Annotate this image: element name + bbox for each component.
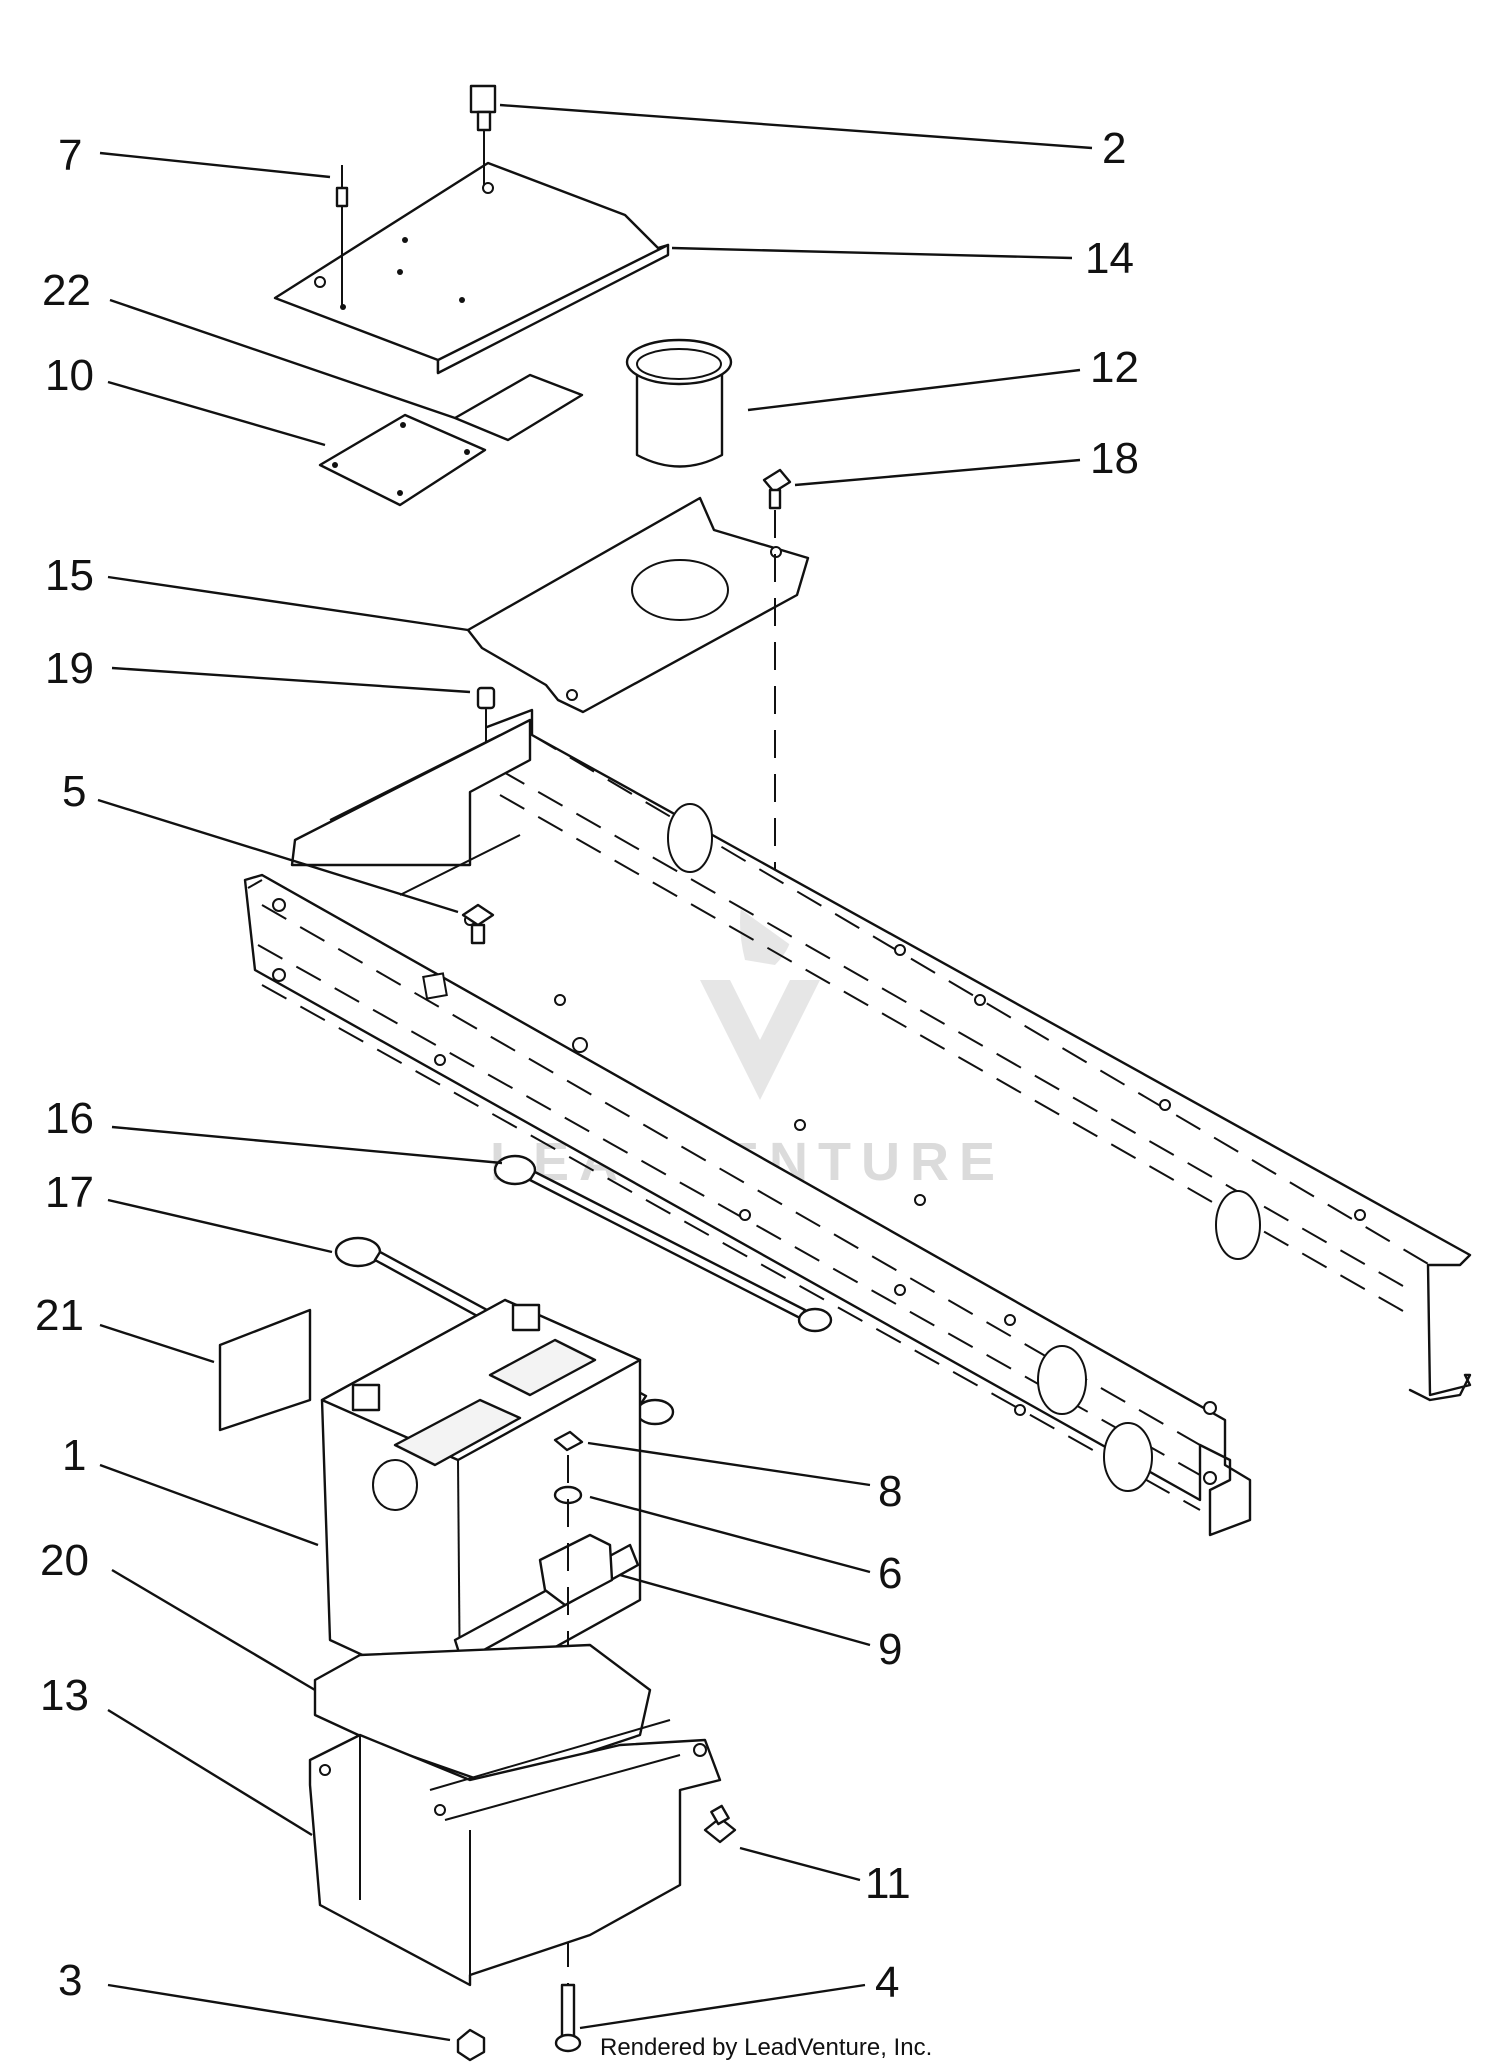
frame-rails	[243, 708, 1472, 1537]
rivet-part-7	[335, 165, 349, 305]
watermark-logo-mark	[700, 980, 820, 1100]
callout-6: 6	[878, 1549, 902, 1598]
callout-21: 21	[35, 1291, 84, 1340]
callout-8: 8	[878, 1467, 902, 1516]
callout-12: 12	[1090, 343, 1139, 392]
callout-19: 19	[45, 644, 94, 693]
cable-part-16	[493, 1154, 833, 1333]
plate-part-15	[466, 496, 810, 714]
tray-part-20	[313, 1643, 652, 1782]
callout-20: 20	[40, 1536, 89, 1585]
bolt-part-18	[762, 468, 792, 895]
bolt-part-5	[461, 903, 495, 945]
callout-9: 9	[878, 1625, 902, 1674]
callout-10: 10	[45, 351, 94, 400]
nut-part-3	[456, 2028, 486, 2062]
callout-18: 18	[1090, 434, 1139, 483]
callout-16: 16	[45, 1094, 94, 1143]
callout-4: 4	[875, 1958, 899, 2007]
render-credit: Rendered by LeadVenture, Inc.	[600, 2034, 932, 2061]
callout-3: 3	[58, 1956, 82, 2005]
callout-7: 7	[58, 131, 82, 180]
callout-14: 14	[1085, 234, 1134, 283]
callout-11: 11	[865, 1859, 911, 1908]
callout-15: 15	[45, 551, 94, 600]
cup-part-12	[625, 338, 733, 468]
callout-22: 22	[42, 266, 91, 315]
battery-box-part-13	[308, 1719, 722, 1987]
callout-1: 1	[62, 1431, 86, 1480]
bolt-part-11	[703, 1804, 737, 1844]
nut-part-8	[553, 1430, 584, 1452]
fastener-part-2	[469, 84, 497, 185]
plate-part-10	[318, 413, 487, 507]
gasket-part-22	[453, 373, 584, 442]
callout-numbers: 1 2 3 4 5 6 7 8 9 10 11 12 13 14 15 16 1…	[35, 124, 1139, 2007]
spacer-part-19	[476, 686, 496, 765]
label-part-21	[218, 1308, 312, 1432]
top-plate-part-14	[273, 161, 670, 375]
leader-lines	[97, 103, 1093, 2042]
callout-13: 13	[40, 1671, 89, 1720]
bolt-part-4	[554, 1983, 582, 2053]
callout-17: 17	[45, 1168, 94, 1217]
callout-5: 5	[62, 767, 86, 816]
callout-2: 2	[1102, 124, 1126, 173]
